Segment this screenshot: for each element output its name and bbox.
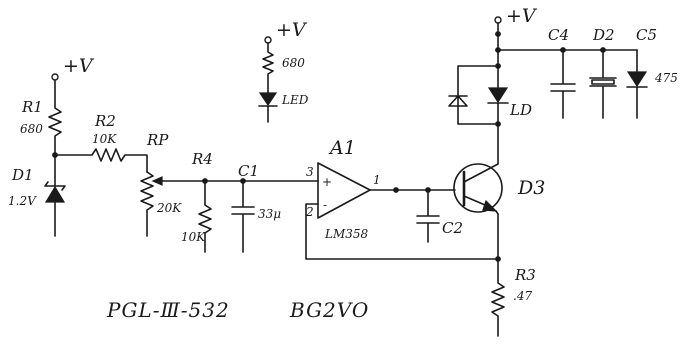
d3-name: D3 <box>517 177 545 199</box>
rp-name: RP <box>146 131 169 149</box>
r3-name: R3 <box>514 266 536 284</box>
c4-capacitor <box>550 49 576 119</box>
r2-name: R2 <box>94 112 116 130</box>
a1-name: A1 <box>328 137 356 159</box>
led-resistor <box>262 42 274 94</box>
ld-section: +V LD <box>448 5 538 127</box>
vplus-label-led: +V <box>276 19 308 41</box>
vplus-terminal-top <box>494 16 502 24</box>
a1-pin-plus: + <box>322 175 332 189</box>
d2-name: D2 <box>592 26 615 44</box>
ld-laser-diode-icon <box>487 87 509 104</box>
a1-pin3: 3 <box>306 165 314 179</box>
c1-capacitor <box>231 180 255 253</box>
d3-transistor-icon <box>453 163 503 213</box>
ld-protect-diode-icon <box>448 95 468 107</box>
feedback-wire <box>305 203 499 260</box>
c1-name: C1 <box>238 162 259 180</box>
vplus-terminal-led <box>264 36 272 44</box>
vplus-label-top: +V <box>506 5 538 27</box>
d1-name: D1 <box>11 166 34 184</box>
r1-name: R1 <box>21 98 43 116</box>
r1-value: 680 <box>20 122 43 136</box>
vplus-label-r1: +V <box>63 55 95 77</box>
d2-component <box>589 49 617 119</box>
r1-branch: +V R1 680 D1 1.2V <box>8 55 95 237</box>
top-right-filter: C4 D2 C5 475 <box>497 26 678 119</box>
r4-resistor <box>198 180 212 253</box>
ld-name: LD <box>509 101 532 119</box>
c5-name: C5 <box>636 26 657 44</box>
r2-resistor <box>54 148 148 173</box>
r4-name: R4 <box>191 150 213 168</box>
d3-transistor: D3 <box>453 123 545 260</box>
c1-value: 33μ <box>258 207 281 221</box>
r3-value: .47 <box>513 289 532 303</box>
r3-resistor <box>491 258 505 337</box>
r4-c1: R4 10K C1 33μ <box>181 150 319 253</box>
c2-name: C2 <box>442 219 463 237</box>
code-note: BG2VO <box>289 298 369 322</box>
led-name: LED <box>281 93 309 107</box>
led-branch: +V 680 LED <box>258 19 309 123</box>
r1-resistor <box>48 79 62 156</box>
c2: C2 <box>416 189 463 243</box>
a1-opamp: A1 + - 3 2 1 LM358 <box>305 137 499 260</box>
a1-part: LM358 <box>324 227 369 241</box>
c5-diode-icon <box>626 71 648 88</box>
r2-value: 10K <box>92 132 117 146</box>
led-icon <box>258 92 278 107</box>
a1-pin2: 2 <box>305 205 314 219</box>
c5-value: 475 <box>654 71 678 85</box>
r3: R3 .47 <box>491 256 536 337</box>
a1-pin1: 1 <box>373 173 381 187</box>
rp-value: 20K <box>156 201 182 215</box>
d1-value: 1.2V <box>8 194 37 208</box>
c4-name: C4 <box>548 26 569 44</box>
r4-value: 10K <box>181 230 206 244</box>
led-res-value: 680 <box>282 56 305 70</box>
a1-opamp-icon <box>317 162 371 219</box>
c2-capacitor <box>416 189 440 243</box>
r2-rp: R2 10K RP 20K <box>54 112 206 237</box>
rp-wiper-arrow-icon <box>151 176 163 186</box>
model-note: PGL-Ⅲ-532 <box>106 298 230 322</box>
vplus-terminal-r1 <box>51 73 59 81</box>
a1-pin-minus: - <box>323 198 327 212</box>
d1-zener-icon <box>44 185 66 203</box>
rp-potentiometer <box>140 171 154 237</box>
